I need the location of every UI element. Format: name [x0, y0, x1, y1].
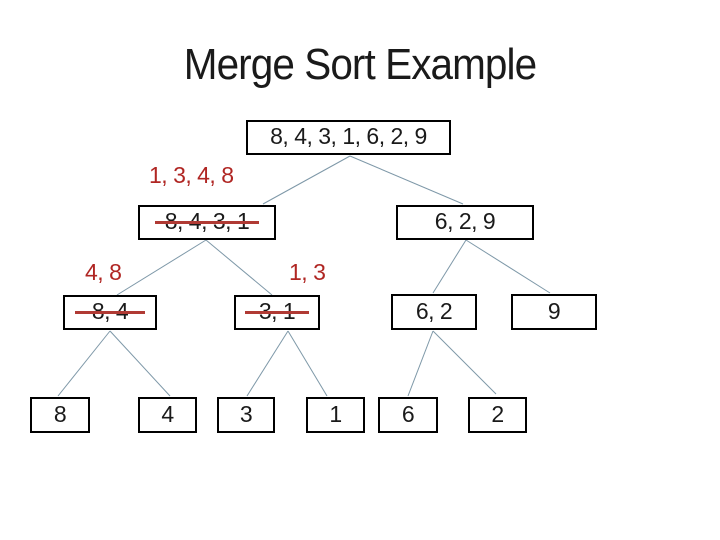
tree-edge	[116, 239, 207, 296]
tree-edge	[109, 330, 171, 397]
merged-result-label: 1, 3, 4, 8	[149, 162, 234, 188]
node-label: 6, 2, 9	[434, 208, 496, 234]
node-label: 8, 4, 3, 1, 6, 2, 9	[270, 123, 427, 149]
tree-edge	[287, 330, 328, 397]
node-label: 6	[401, 400, 415, 427]
tree-edge	[432, 330, 497, 395]
tree-node-root: 8, 4, 3, 1, 6, 2, 9	[246, 120, 451, 155]
merged-result-label: 1, 3	[289, 259, 326, 285]
node-label: 4	[161, 400, 174, 427]
tree-leaf-1: 1	[306, 397, 365, 433]
node-label: 8, 4, 3, 1	[164, 208, 250, 234]
node-label: 1	[329, 400, 342, 427]
node-label: 6, 2	[415, 297, 453, 324]
tree-leaf-6: 6	[378, 397, 438, 433]
merged-result-label: 4, 8	[85, 259, 122, 285]
tree-node-9: 9	[511, 294, 597, 330]
tree-edge	[205, 239, 273, 296]
tree-leaf-8: 8	[30, 397, 90, 433]
node-label: 2	[491, 400, 504, 427]
tree-edge	[246, 330, 289, 397]
node-label: 9	[547, 297, 561, 324]
node-label: 8, 4	[91, 298, 129, 324]
tree-edge	[465, 239, 551, 294]
tree-node-6-2: 6, 2	[391, 294, 477, 330]
tree-node-3-1: 3, 1	[234, 295, 320, 330]
tree-node-6-2-9: 6, 2, 9	[396, 205, 534, 240]
tree-edge	[432, 239, 467, 294]
tree-edge	[57, 330, 111, 397]
tree-node-8-4-3-1: 8, 4, 3, 1	[138, 205, 276, 240]
tree-edge	[407, 330, 434, 397]
node-label: 3, 1	[258, 298, 296, 324]
slide-title: Merge Sort Example	[183, 40, 537, 89]
tree-node-8-4: 8, 4	[63, 295, 157, 330]
node-label: 3	[239, 400, 253, 427]
tree-leaf-4: 4	[138, 397, 197, 433]
tree-leaf-2: 2	[468, 397, 527, 433]
tree-edge	[349, 155, 464, 205]
tree-leaf-3: 3	[217, 397, 275, 433]
tree-edge	[262, 155, 351, 205]
node-label: 8	[53, 400, 67, 427]
